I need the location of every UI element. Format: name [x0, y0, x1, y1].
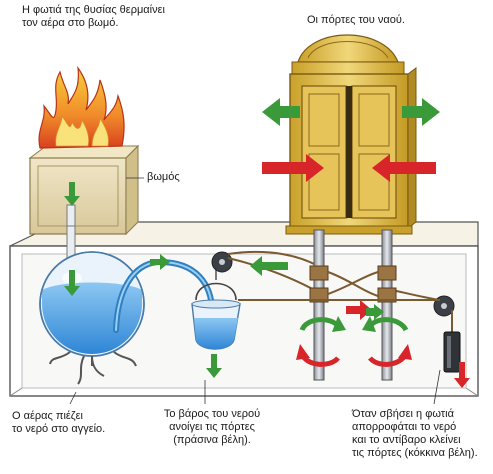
green-arrow-rope-left	[250, 256, 288, 276]
red-arrow-weight-down	[454, 362, 470, 388]
label-altar-line-1: βωμός	[147, 171, 180, 183]
label-weight: Το βάρος του νερού ανοίγει τις πόρτες (π…	[152, 408, 272, 447]
sacrificial-fire	[38, 65, 125, 149]
temple-doors	[285, 34, 417, 235]
bucket	[191, 270, 241, 378]
green-arrow-air-down	[64, 182, 80, 206]
label-fire-out-line-4: τις πόρτες (κόκκινα βέλη).	[352, 447, 478, 459]
label-fire-out-line-3: και το αντίβαρο κλείνει	[352, 434, 461, 446]
door-axles	[238, 229, 440, 381]
label-air-line-1: Ο αέρας πιέζει	[12, 410, 83, 422]
label-fire-out-line-2: απορροφάται το νερό	[352, 421, 457, 433]
altar	[28, 144, 144, 236]
siphon-pipe	[113, 254, 215, 333]
green-arrow-rope-right	[366, 304, 384, 320]
label-fire-out: Όταν σβήσει η φωτιά απορροφάται το νερό …	[352, 408, 478, 460]
green-arrow-bucket-down	[206, 354, 222, 378]
label-weight-line-3: (πράσινα βέλη).	[173, 434, 251, 446]
label-air: Ο αέρας πιέζει το νερό στο αγγείο.	[12, 410, 105, 436]
label-fire-line-2: τον αέρα στο βωμό.	[22, 17, 119, 29]
green-arrow-right	[402, 98, 440, 126]
green-arrow-press-down	[64, 270, 80, 296]
label-weight-line-1: Το βάρος του νερού	[163, 408, 261, 420]
red-arrow-left	[262, 154, 324, 182]
counterweight	[443, 320, 470, 388]
red-arrow-right	[372, 154, 436, 182]
label-air-line-2: το νερό στο αγγείο.	[12, 423, 106, 435]
label-weight-line-2: ανοίγει τις πόρτες	[169, 421, 255, 433]
label-doors-line-1: Οι πόρτες του ναού.	[307, 14, 405, 26]
green-arrow-siphon	[150, 254, 170, 270]
label-fire-line-1: Η φωτιά της θυσίας θερμαίνει	[22, 4, 165, 16]
label-doors: Οι πόρτες του ναού.	[307, 14, 405, 27]
label-fire-out-line-1: Όταν σβήσει η φωτιά	[352, 408, 454, 420]
red-arrow-rope	[346, 300, 372, 320]
label-altar: βωμός	[147, 171, 180, 184]
green-arrow-left	[262, 98, 300, 126]
door-arrows	[262, 98, 440, 182]
label-fire: Η φωτιά της θυσίας θερμαίνει τον αέρα στ…	[22, 4, 165, 30]
